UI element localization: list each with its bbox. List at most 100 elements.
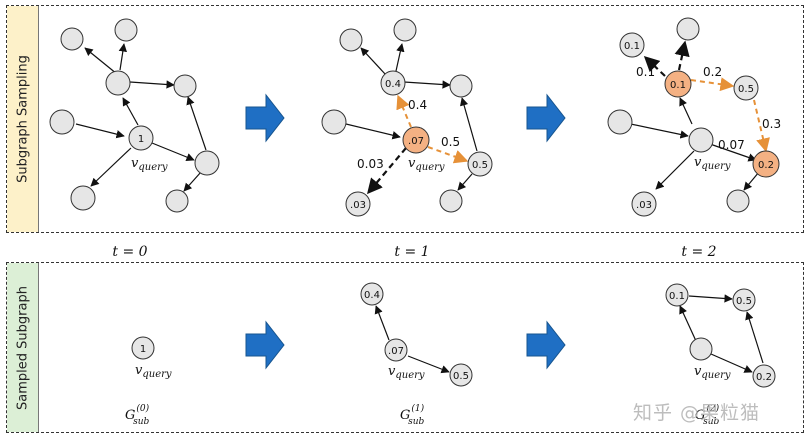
query-label: vquery	[694, 155, 731, 172]
node-value: 0.5	[738, 84, 754, 95]
node-value: 0.1	[670, 80, 686, 91]
edge	[122, 97, 139, 126]
query-node	[128, 125, 154, 151]
graph-node	[439, 189, 463, 213]
node-top-left	[665, 283, 689, 307]
graph-node	[194, 150, 220, 176]
edge	[709, 143, 757, 162]
graph-node	[321, 109, 347, 135]
edge-weight: 0.4	[408, 98, 427, 112]
graph-node	[105, 70, 131, 96]
sampled-subgraph-0: 1 vquery G(0)sub	[125, 336, 172, 427]
node-value: 0.5	[736, 296, 752, 307]
step-arrow-icon	[245, 93, 285, 143]
query-node	[384, 338, 408, 362]
query-node	[402, 126, 430, 154]
query-node-value: 1	[138, 134, 144, 145]
time-label-1: t = 1	[394, 244, 429, 260]
graph-step-0: 1 vquery t = 0	[49, 18, 220, 260]
edge	[403, 80, 451, 89]
edge	[360, 47, 387, 76]
query-node-value: .07	[408, 136, 424, 147]
edge-weight: 0.03	[357, 157, 384, 171]
subgraph-label: G(0)sub	[125, 403, 150, 427]
edge-weight: 0.2	[703, 65, 722, 79]
node-right	[449, 363, 473, 387]
edge	[460, 97, 478, 152]
edge	[118, 43, 128, 71]
step-arrow-icon	[526, 320, 566, 370]
graph-node	[339, 28, 363, 52]
node-top	[360, 282, 384, 306]
node-value: 0.1	[624, 41, 640, 52]
edge	[457, 173, 473, 191]
graph-node-upper	[380, 70, 406, 96]
query-label: vquery	[408, 156, 445, 173]
graph-node	[49, 109, 75, 135]
node-value: 0.5	[453, 371, 469, 382]
node-value: 0.1	[669, 291, 685, 302]
graph-node	[70, 185, 96, 211]
node-top-right	[732, 288, 756, 312]
graph-node-lower	[631, 191, 657, 217]
node-bottom	[752, 364, 776, 388]
edge	[655, 150, 695, 190]
edge	[345, 123, 401, 140]
graph-node-right	[733, 75, 759, 101]
graph-node	[607, 109, 633, 135]
query-label: vquery	[388, 364, 425, 381]
edge	[151, 142, 195, 162]
query-label: vquery	[131, 156, 168, 173]
graph-node	[676, 17, 700, 41]
graph-node	[114, 18, 138, 42]
query-node	[131, 336, 155, 360]
node-value: 0.4	[385, 79, 401, 90]
dashed-edge	[643, 55, 666, 77]
node-value: 0.4	[364, 290, 380, 301]
sampled-edge	[396, 94, 412, 128]
sampled-edge	[427, 146, 469, 164]
edge	[679, 305, 697, 342]
query-node	[688, 127, 714, 153]
graph-node	[393, 18, 417, 42]
edge-weight: 0.1	[636, 65, 655, 79]
edge	[75, 123, 125, 139]
query-node-value: 1	[140, 344, 146, 355]
node-value: .03	[350, 200, 366, 211]
time-label-0: t = 0	[112, 244, 147, 260]
edge	[710, 353, 753, 373]
edge-weight: 0.5	[441, 135, 460, 149]
time-label-2: t = 2	[681, 244, 716, 260]
graph-step-1: 0.4 0.5 .03 .07 0.4 0.5 0.03 vquery t = …	[321, 18, 493, 260]
node-value: 0.2	[756, 372, 772, 383]
graph-node	[60, 27, 84, 51]
graph-node	[449, 74, 473, 98]
sampled-subgraph-panel: Sampled Subgraph	[6, 262, 804, 433]
sampled-subgraph-2: 0.1 0.5 0.2 vquery G(2)sub	[665, 283, 776, 427]
dashed-edge	[674, 40, 690, 71]
subgraph-label: G(1)sub	[400, 403, 425, 427]
edge	[679, 97, 693, 125]
query-label: vquery	[694, 364, 731, 381]
graph-node	[173, 74, 197, 98]
graph-node-lower-right	[752, 150, 780, 178]
step-arrow-icon	[526, 93, 566, 143]
graph-step-2: 0.1 0.1 0.5 0.2 .03 0.1 0.2 0.3 0.07 vqu…	[607, 17, 781, 260]
edge-weight: 0.07	[718, 138, 745, 152]
sampled-subgraph-1: 0.4 .07 0.5 vquery G(1)sub	[360, 282, 473, 427]
edge	[745, 311, 764, 364]
edge	[186, 96, 207, 151]
edge	[688, 294, 733, 303]
node-value: .03	[636, 200, 652, 211]
edge	[743, 171, 760, 191]
query-node	[689, 337, 713, 361]
graph-node	[165, 189, 189, 213]
node-value: 0.5	[472, 160, 488, 171]
sampled-edge	[690, 77, 735, 92]
edge	[374, 305, 390, 341]
edge	[84, 47, 118, 75]
edge	[407, 355, 450, 374]
subgraph-sampling-label: Subgraph Sampling	[7, 6, 39, 232]
watermark: 知乎 @果粒猫	[633, 402, 761, 424]
